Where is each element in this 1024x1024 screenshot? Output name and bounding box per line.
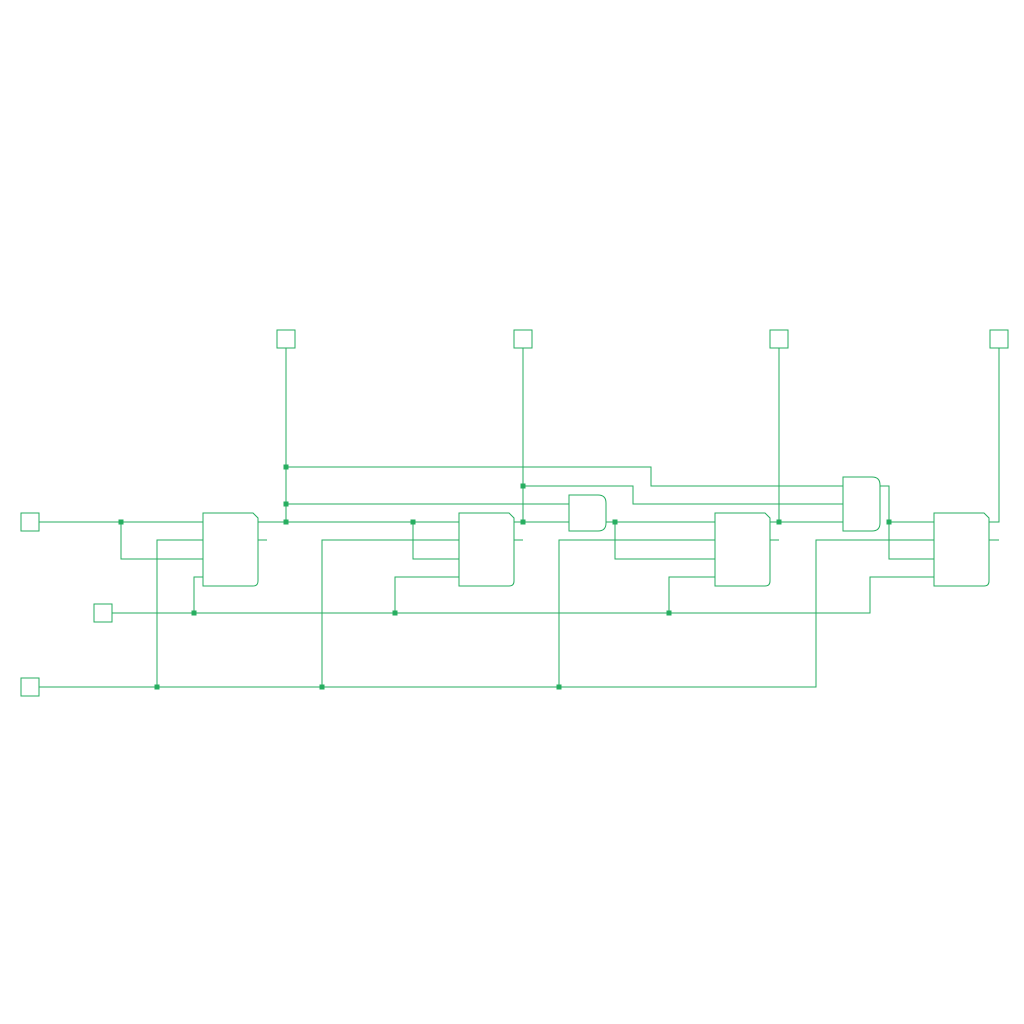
and-gate-icon: [842, 476, 881, 532]
input-port-icon: [20, 512, 40, 532]
input-port-icon: [20, 677, 40, 697]
ports: [20, 329, 1009, 697]
input-port-icon: [513, 329, 533, 349]
wires: [39, 348, 1000, 688]
junction-dot: [154, 684, 160, 690]
wire: [286, 466, 843, 487]
wire: [605, 513, 715, 523]
junction-dot: [410, 519, 416, 525]
full-adder-block-icon: [458, 512, 515, 587]
input-port-icon: [276, 329, 296, 349]
junction-dot: [118, 519, 124, 525]
wire: [394, 576, 459, 613]
junction-dots: [118, 464, 892, 690]
wire: [156, 539, 203, 687]
full-adder-block-icon: [202, 512, 259, 587]
wire: [120, 522, 203, 560]
gates: [202, 476, 990, 587]
junction-dot: [283, 501, 289, 507]
junction-dot: [283, 464, 289, 470]
full-adder-block-icon: [714, 512, 771, 587]
wire: [558, 539, 715, 687]
junction-dot: [776, 519, 782, 525]
wire: [193, 576, 203, 613]
junction-dot: [520, 483, 526, 489]
junction-dot: [666, 610, 672, 616]
junction-dot: [612, 519, 618, 525]
junction-dot: [319, 684, 325, 690]
wire: [668, 576, 715, 613]
wire: [39, 539, 934, 688]
junction-dot: [392, 610, 398, 616]
and-gate-icon: [568, 494, 607, 532]
junction-dot: [556, 684, 562, 690]
junction-dot: [191, 610, 197, 616]
input-port-icon: [769, 329, 789, 349]
full-adder-block-icon: [933, 512, 990, 587]
input-port-icon: [93, 603, 113, 623]
junction-dot: [886, 519, 892, 525]
wire: [523, 485, 843, 505]
wire: [888, 522, 934, 560]
wire: [412, 522, 459, 560]
junction-dot: [520, 519, 526, 525]
junction-dot: [283, 519, 289, 525]
input-port-icon: [989, 329, 1009, 349]
wire: [880, 485, 934, 523]
wire: [112, 576, 934, 614]
wire: [614, 522, 715, 560]
wire: [989, 348, 1000, 523]
